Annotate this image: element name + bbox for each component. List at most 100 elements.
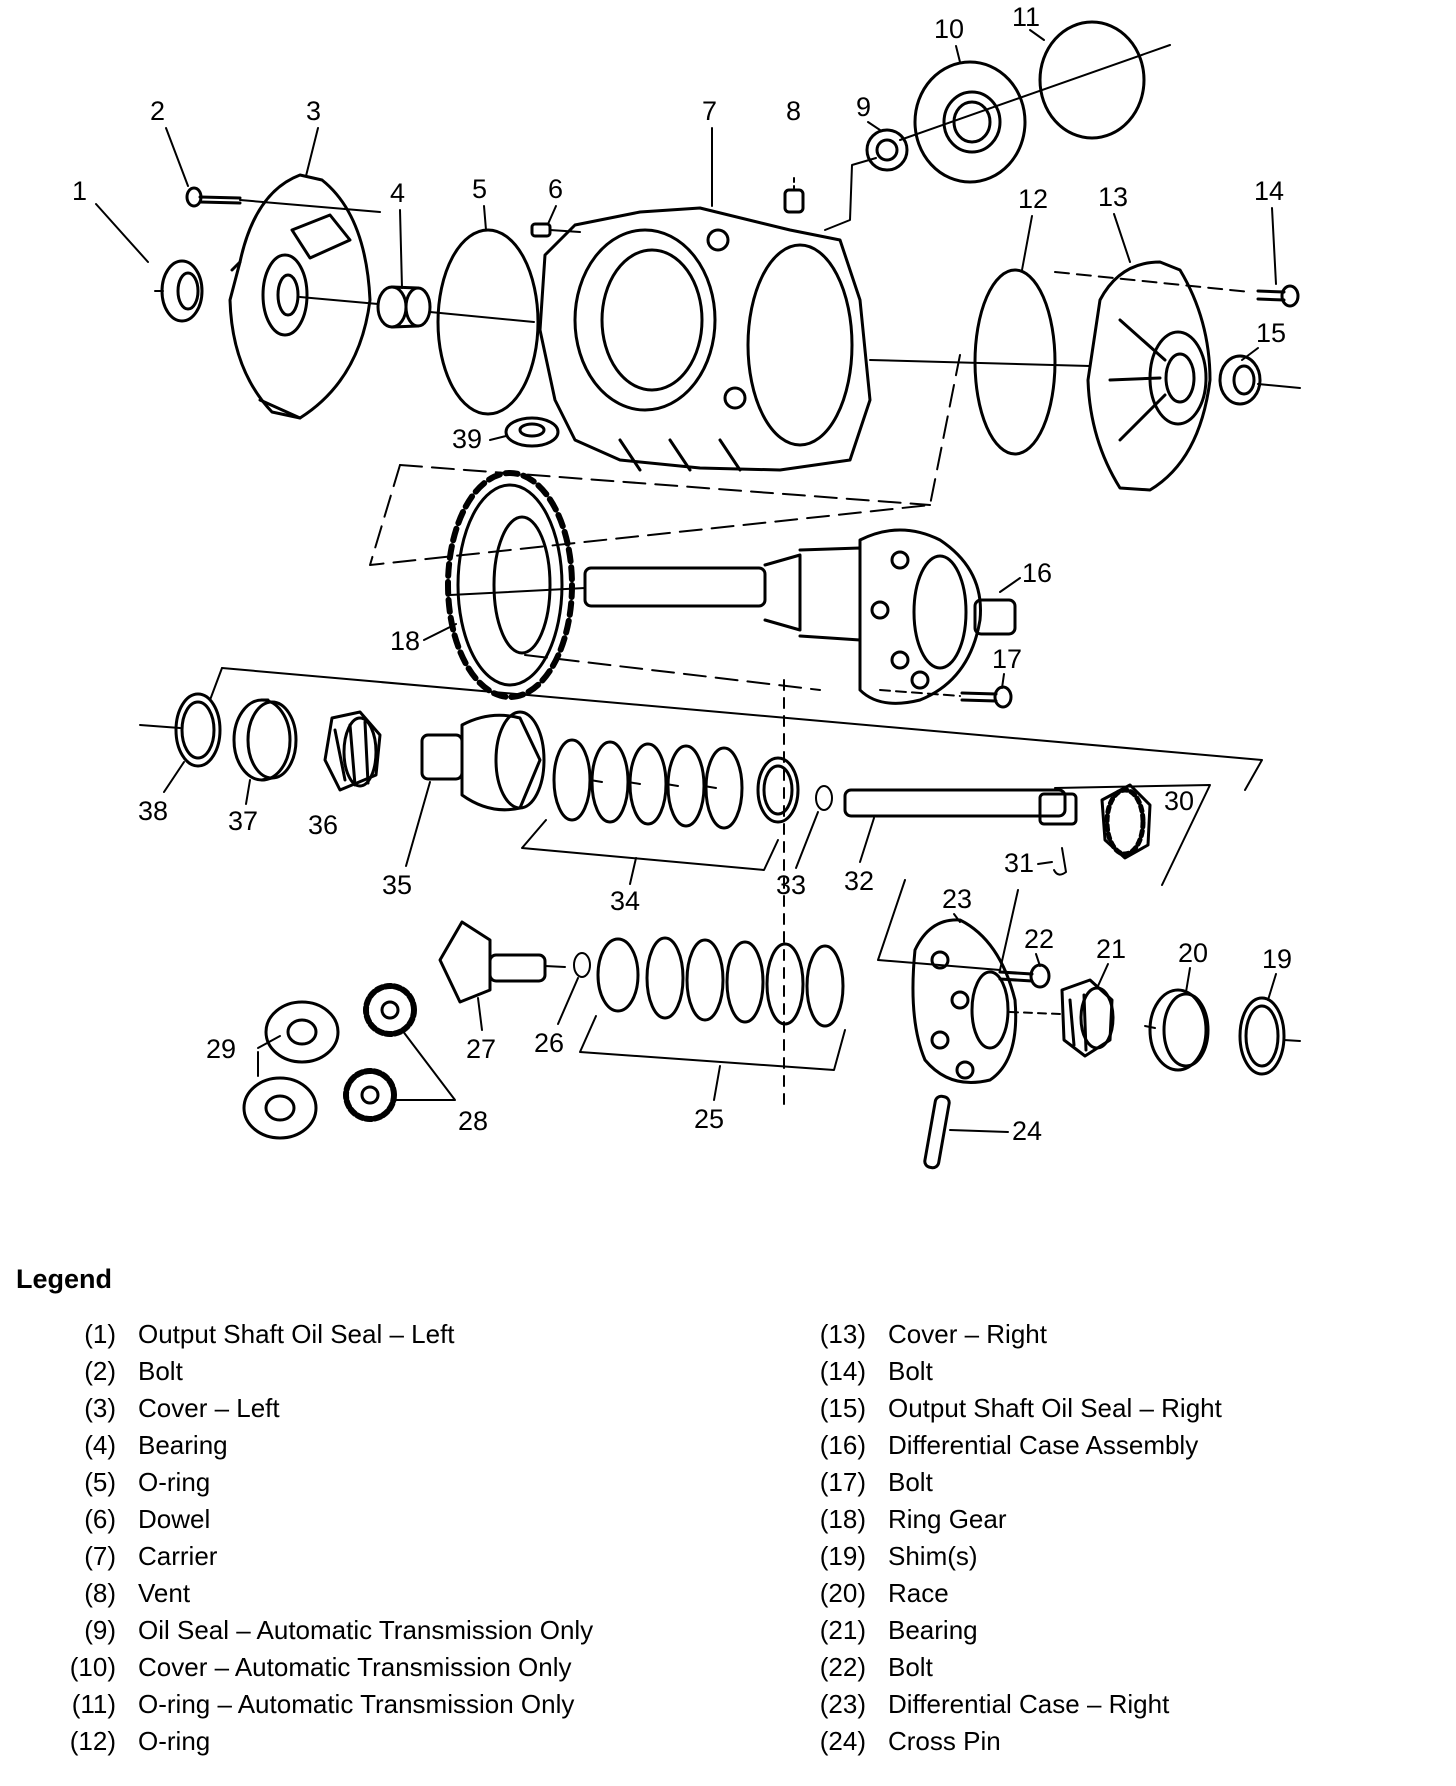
svg-text:25: 25	[694, 1104, 724, 1134]
legend-item-label: Output Shaft Oil Seal – Right	[888, 1393, 1222, 1423]
callout-16: 16	[999, 558, 1052, 593]
legend-item-number: (20)	[819, 1578, 866, 1608]
legend-item-label: Output Shaft Oil Seal – Left	[138, 1319, 455, 1349]
part-23-differential-case-right	[911, 918, 1018, 1084]
callout-21: 21	[1096, 934, 1126, 987]
part-31-clip	[1053, 847, 1067, 876]
legend-right-column: (13) Cover – Right (14) Bolt (15)Output Shaf…	[814, 1316, 1222, 1760]
callout-11: 11	[1012, 2, 1045, 41]
legend-item-number: (24)	[819, 1726, 866, 1756]
legend-item: (1)Output Shaft Oil Seal – Left	[64, 1316, 593, 1353]
svg-text:19: 19	[1262, 944, 1292, 974]
legend-item: (8)Vent	[64, 1575, 593, 1612]
legend-item: (12)O-ring	[64, 1723, 593, 1760]
legend-item: (22) Bolt	[814, 1649, 1222, 1686]
legend-item-label: Bolt	[888, 1652, 933, 1682]
part-12-o-ring	[973, 268, 1057, 456]
legend-item-number: (12)	[69, 1726, 116, 1756]
legend-left-column: (1)Output Shaft Oil Seal – Left(2)Bolt(3…	[64, 1316, 593, 1760]
svg-text:27: 27	[466, 1034, 496, 1064]
callout-5: 5	[472, 174, 487, 231]
svg-text:22: 22	[1024, 924, 1054, 954]
part-24-cross-pin	[923, 1094, 951, 1170]
callout-8: 8	[786, 96, 801, 126]
svg-text:39: 39	[452, 424, 482, 454]
legend-item-label: Bearing	[888, 1615, 978, 1645]
legend-item: (7)Carrier	[64, 1538, 593, 1575]
part-39-seal	[504, 416, 560, 448]
part-9-oil-seal-at	[824, 128, 909, 231]
callout-18: 18	[390, 623, 457, 656]
legend-item-number: (11)	[71, 1689, 116, 1719]
part-10-cover-at	[913, 60, 1027, 184]
legend-item-number: (9)	[84, 1615, 116, 1645]
part-3-cover-left	[228, 173, 372, 420]
svg-text:21: 21	[1096, 934, 1126, 964]
legend-item-label: Cross Pin	[888, 1726, 1001, 1756]
legend-item-label: Bearing	[138, 1430, 228, 1460]
svg-text:5: 5	[472, 174, 487, 204]
svg-text:1: 1	[72, 176, 87, 206]
part-13-cover-right	[1054, 260, 1251, 492]
callout-7: 7	[702, 96, 717, 207]
part-25-clutch-pack	[596, 936, 845, 1028]
legend-item: (18)Ring Gear	[814, 1501, 1222, 1538]
legend-item-number: (17)	[819, 1467, 866, 1497]
part-19-shim	[1238, 996, 1301, 1076]
legend-item-number: (22)	[819, 1652, 866, 1682]
legend-item: (5)O-ring	[64, 1464, 593, 1501]
legend-item-number: (13)	[819, 1319, 866, 1349]
legend-item-number: (18)	[819, 1504, 866, 1534]
callout-26: 26	[534, 977, 579, 1058]
callout-35: 35	[382, 781, 431, 900]
part-8-vent	[783, 177, 805, 214]
svg-text:14: 14	[1254, 176, 1284, 206]
callout-13: 13	[1098, 182, 1131, 263]
svg-text:8: 8	[786, 96, 801, 126]
svg-text:30: 30	[1164, 786, 1194, 816]
legend-item: (17)Bolt	[814, 1464, 1222, 1501]
legend-item: (6)Dowel	[64, 1501, 593, 1538]
legend-item-label: Oil Seal – Automatic Transmission Only	[138, 1615, 594, 1645]
callout-39: 39	[452, 424, 507, 454]
legend-item-label: Race	[888, 1578, 949, 1608]
svg-text:26: 26	[534, 1028, 564, 1058]
callout-25: 25	[694, 1065, 724, 1134]
legend-item: (23)Differential Case – Right	[814, 1686, 1222, 1723]
callout-4: 4	[390, 178, 405, 289]
svg-text:6: 6	[548, 174, 563, 204]
legend-item-label: Cover – Left	[138, 1393, 280, 1423]
callout-19: 19	[1262, 944, 1292, 1001]
svg-text:7: 7	[702, 96, 717, 126]
callout-36: 36	[308, 810, 338, 840]
callout-34: 34	[610, 857, 640, 916]
callout-29: 29	[206, 1034, 236, 1064]
legend-item-label: Shim(s)	[888, 1541, 978, 1571]
part-16-differential-case-assembly	[583, 528, 1017, 705]
legend-item-number: (21)	[819, 1615, 866, 1645]
legend-item-number: (4)	[84, 1430, 116, 1460]
exploded-view-diagram: 1 2 3 4 5 6 7 8 9 10 11 12 13 14 15 16 1…	[72, 2, 1301, 1170]
part-7-carrier	[538, 206, 872, 472]
part-22-bolt	[998, 963, 1051, 989]
part-35-differential-case-left	[420, 710, 546, 812]
part-5-o-ring	[436, 228, 540, 416]
part-4-bearing	[299, 285, 432, 329]
legend-item-label: Bolt	[138, 1356, 183, 1386]
callout-9: 9	[856, 92, 881, 131]
legend-item-number: (10)	[69, 1652, 116, 1682]
legend-item-label: Dowel	[138, 1504, 211, 1534]
svg-text:23: 23	[942, 884, 972, 914]
svg-text:35: 35	[382, 870, 412, 900]
part-11-o-ring-at	[1038, 20, 1146, 140]
callout-33: 33	[776, 811, 819, 900]
part-37-race	[232, 698, 298, 782]
legend-item-label: Cover – Right	[888, 1319, 1047, 1349]
legend-item: (15)Output Shaft Oil Seal – Right	[814, 1390, 1222, 1427]
callout-37: 37	[228, 779, 258, 836]
svg-text:4: 4	[390, 178, 405, 208]
legend-item-label: Bolt	[888, 1356, 933, 1386]
svg-text:31: 31	[1004, 848, 1034, 878]
legend-item-number: (14)	[819, 1356, 866, 1386]
svg-text:2: 2	[150, 96, 165, 126]
